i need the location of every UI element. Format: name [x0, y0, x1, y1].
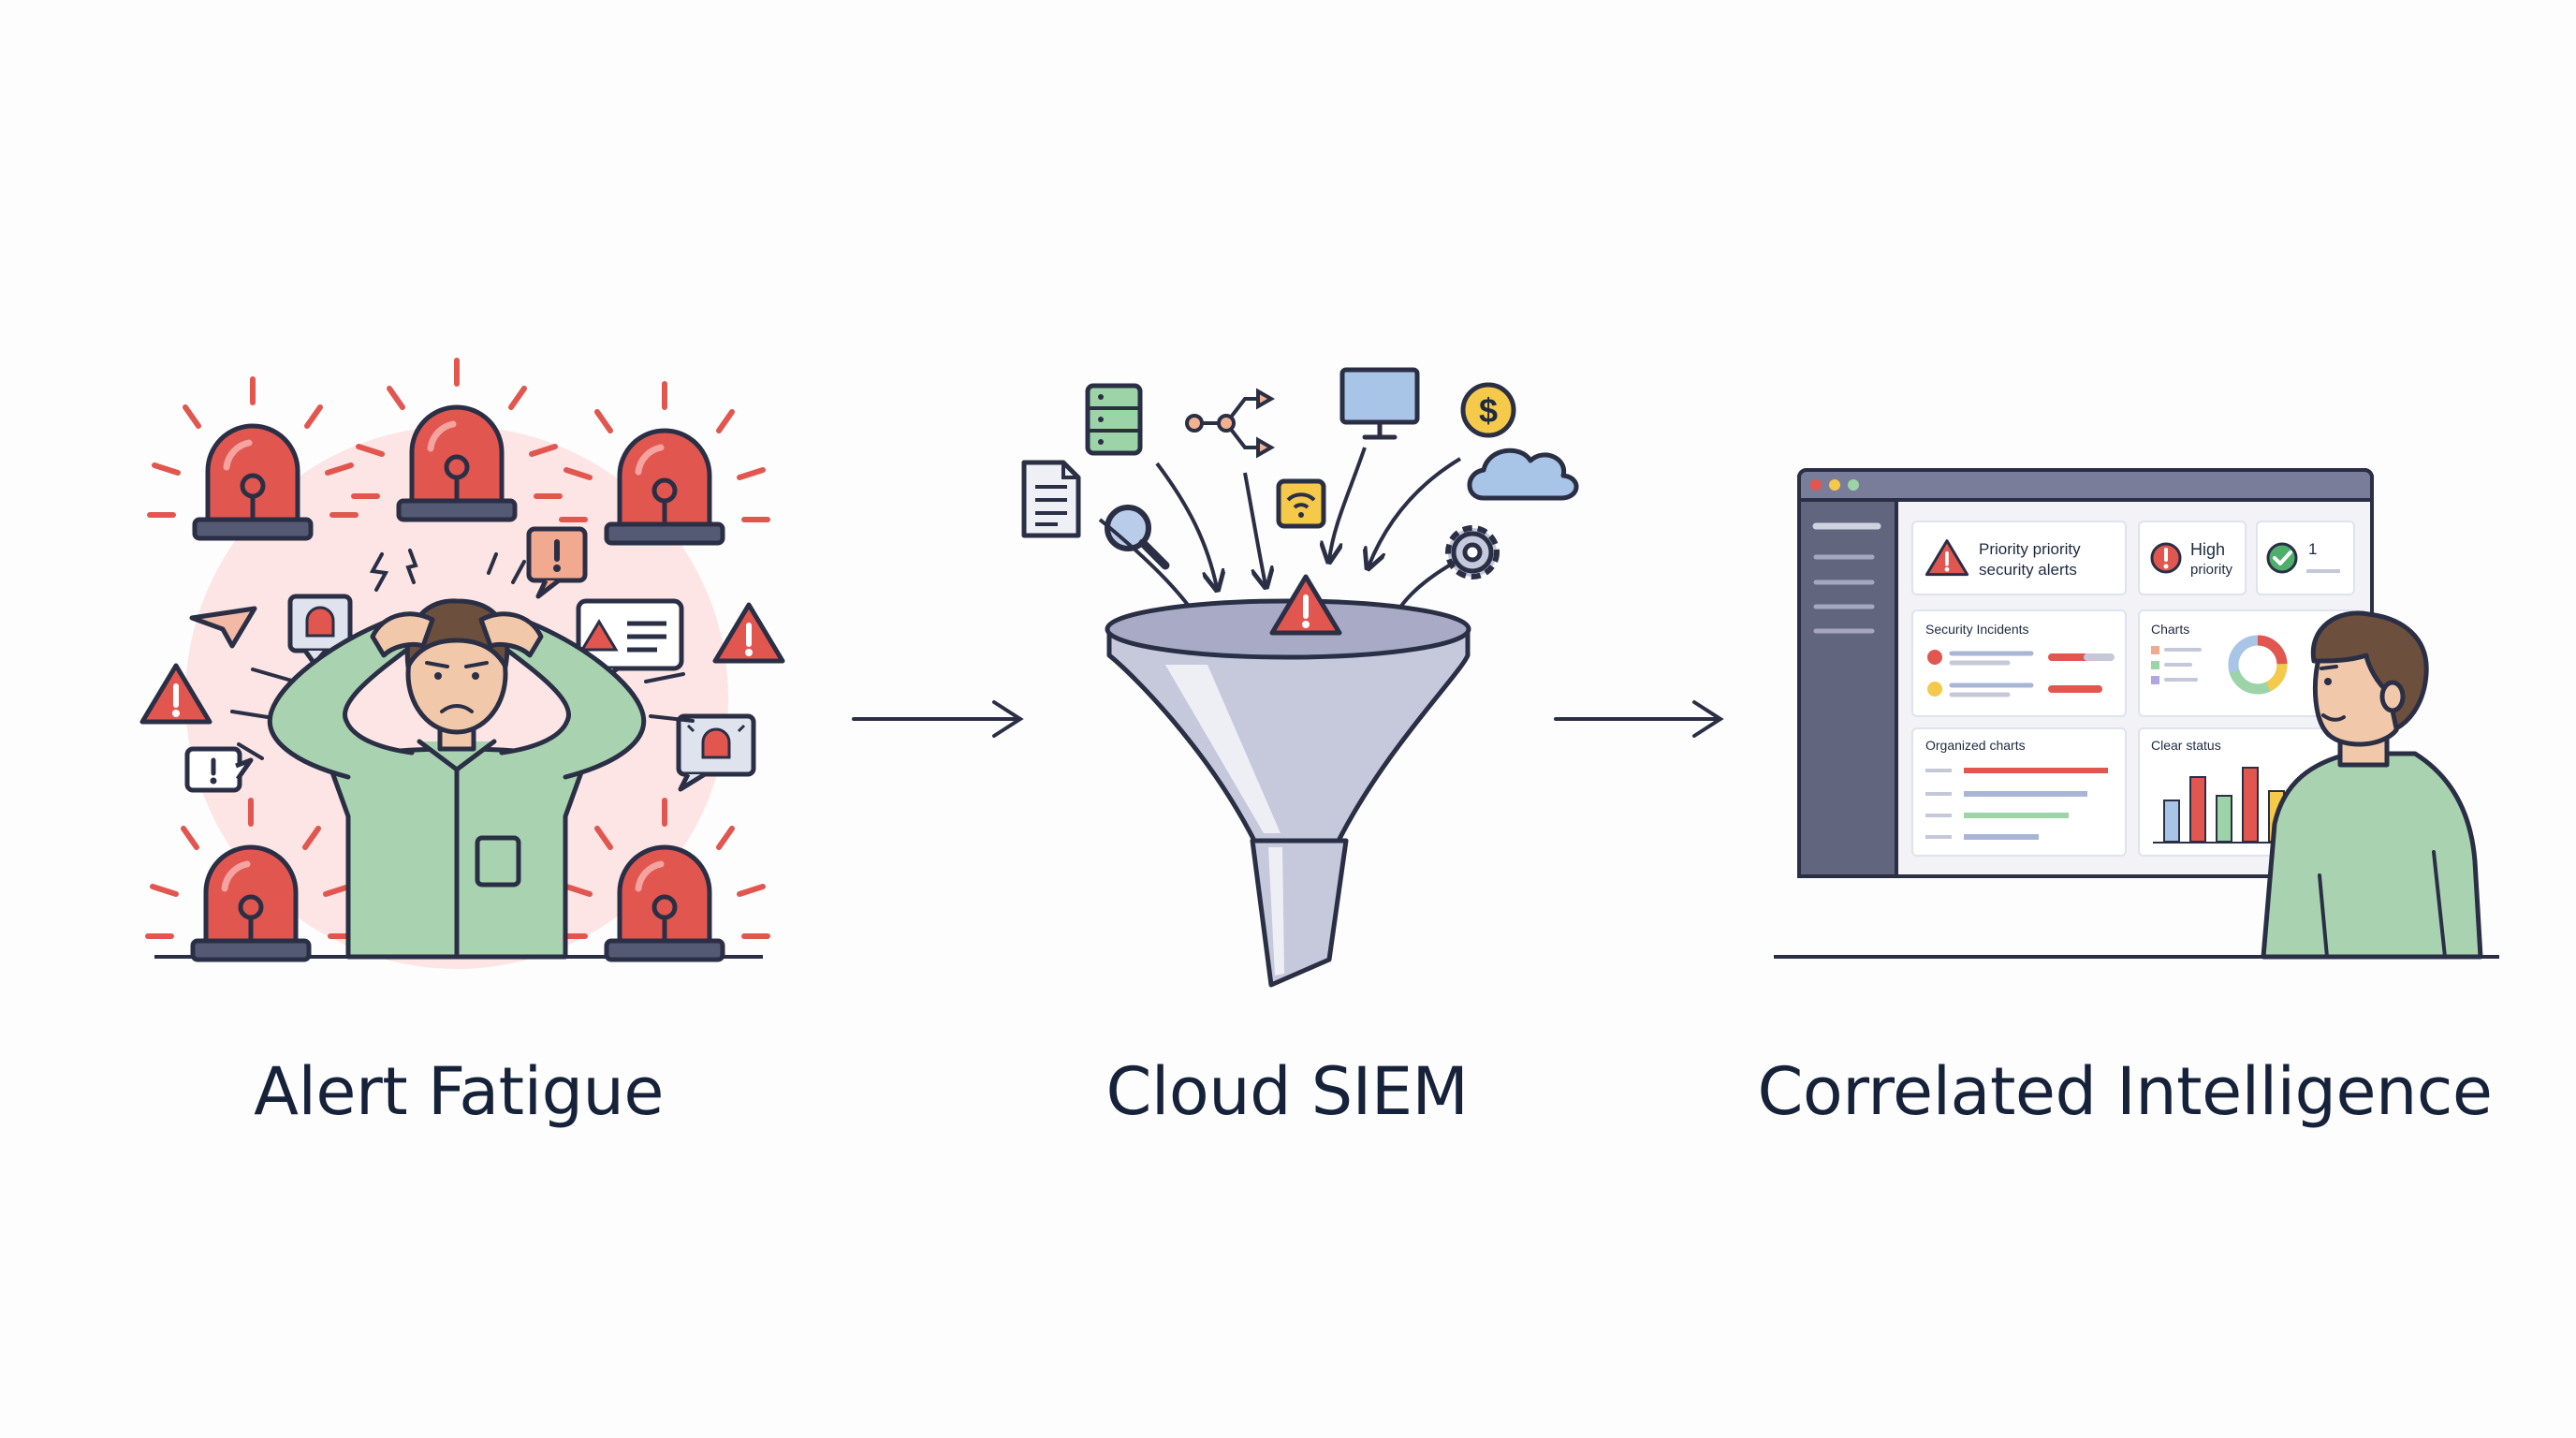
database-icon: [1085, 383, 1143, 456]
donut-chart-icon: [2228, 635, 2288, 695]
analyst-person: [2261, 610, 2483, 960]
wifi-icon: [1276, 478, 1326, 529]
arrow-right-icon: [1554, 700, 1724, 738]
check-icon: [2266, 542, 2298, 574]
card-priority-line2: security alerts: [1979, 561, 2077, 579]
share-icon: [1185, 388, 1276, 459]
funnel-icon: [1105, 598, 1471, 988]
stage-correlated-intelligence: Priority priority security alerts High p…: [1774, 468, 2499, 960]
gear-icon: [1445, 525, 1500, 580]
card-high-line1: High: [2190, 540, 2225, 559]
card-high-line2: priority: [2190, 562, 2233, 578]
panel-incidents-title: Security Incidents: [1925, 622, 2029, 637]
monitor-icon: [1339, 367, 1420, 440]
panel-security-incidents: Security Incidents: [1925, 622, 2115, 697]
search-icon: [1105, 505, 1170, 570]
document-icon: [1021, 460, 1081, 538]
panel-charts-title: Charts: [2151, 622, 2189, 637]
svg-text:security alerts: security alerts: [1979, 561, 2077, 579]
panel-organized-charts: Organized charts: [1925, 738, 2108, 840]
chat-bubble-icon: [184, 746, 254, 793]
stage-cloud-siem: $: [1021, 367, 1579, 988]
stage-title-cloud-siem: Cloud SIEM: [1105, 1053, 1469, 1130]
stage-title-alert-fatigue: Alert Fatigue: [254, 1053, 664, 1130]
panel-charts: Charts: [2151, 622, 2288, 695]
svg-text:$: $: [1479, 391, 1498, 430]
chat-bubble-icon: [676, 713, 756, 792]
panel-clear-status: Clear status: [2151, 738, 2340, 844]
card-check-value: 1: [2308, 540, 2317, 558]
paper-plane-icon: [189, 606, 257, 649]
cloud-icon: [1467, 448, 1579, 501]
stage-alert-fatigue: [142, 360, 783, 969]
card-high-priority: High priority: [2150, 540, 2233, 578]
stage-title-correlated-intelligence: Correlated Intelligence: [1757, 1053, 2493, 1130]
warning-triangle-icon: [715, 605, 783, 661]
panel-clear-status-title: Clear status: [2151, 738, 2221, 753]
card-priority-alerts: Priority priority security alerts: [1925, 538, 2081, 579]
svg-text:Priority priority: Priority priority: [1979, 540, 2081, 558]
chat-bubble-icon: [526, 526, 588, 599]
stressed-person: [267, 598, 647, 960]
arrow-right-icon: [852, 700, 1024, 738]
card-priority-line1: Priority priority: [1979, 540, 2081, 558]
panel-organized-title: Organized charts: [1925, 738, 2026, 753]
card-check-status: 1: [2266, 540, 2340, 574]
bar-chart-icon: [2153, 767, 2340, 844]
stress-marks: [230, 549, 695, 760]
chat-bubble-icon: [287, 594, 353, 667]
dollar-icon: $: [1460, 382, 1516, 438]
